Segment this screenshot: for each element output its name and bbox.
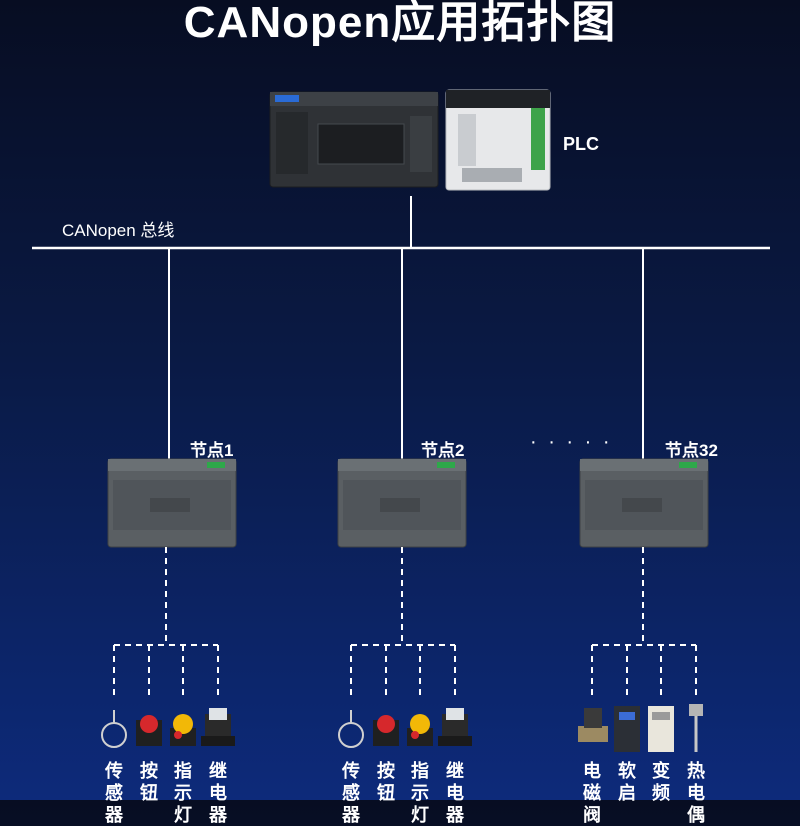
device-label-indicator: 指示灯 (411, 761, 429, 825)
node2-device-branches (350, 547, 456, 695)
node32-module-image (579, 458, 709, 548)
indicator-light-icon (170, 714, 196, 746)
node2-label: 节点2 (421, 441, 465, 460)
frequency-converter-icon (648, 706, 674, 752)
push-button-icon (373, 715, 399, 746)
device-label-relay: 继电器 (209, 761, 227, 825)
node1-module-image (107, 458, 237, 548)
device-label-relay: 继电器 (446, 761, 464, 825)
device-label-thermocouple: 热电偶 (687, 761, 705, 825)
thermocouple-icon (689, 704, 703, 752)
relay-icon (438, 708, 472, 746)
relay-icon (201, 708, 235, 746)
device-label-sensor: 传感器 (342, 761, 360, 825)
push-button-icon (136, 715, 162, 746)
plc-controller-image (269, 91, 439, 188)
node2-module-image (337, 458, 467, 548)
sensor-icon (338, 710, 364, 748)
device-label-frequency-converter: 变频 (652, 761, 670, 803)
device-label-indicator: 指示灯 (174, 761, 192, 825)
node1-device-branches (113, 547, 219, 695)
node32-label: 节点32 (665, 441, 718, 460)
node32-device-branches (591, 547, 697, 695)
soft-starter-icon (614, 706, 640, 752)
device-label-soft-starter: 软启 (618, 761, 636, 803)
plc-label: PLC (563, 134, 599, 154)
indicator-light-icon (407, 714, 433, 746)
diagram-title: CANopen应用拓扑图 (183, 0, 617, 47)
plc-servo-image (445, 89, 551, 191)
topology-diagram (101, 89, 709, 752)
device-label-button: 按钮 (377, 761, 395, 803)
solenoid-valve-icon (578, 708, 608, 742)
more-nodes-ellipsis: · · · · · (530, 431, 613, 453)
canopen-bus-label: CANopen 总线 (62, 221, 175, 240)
node1-label: 节点1 (190, 441, 234, 460)
device-label-solenoid-valve: 电磁阀 (583, 761, 601, 825)
device-label-button: 按钮 (140, 761, 158, 803)
device-label-sensor: 传感器 (105, 761, 123, 825)
sensor-icon (101, 710, 127, 748)
